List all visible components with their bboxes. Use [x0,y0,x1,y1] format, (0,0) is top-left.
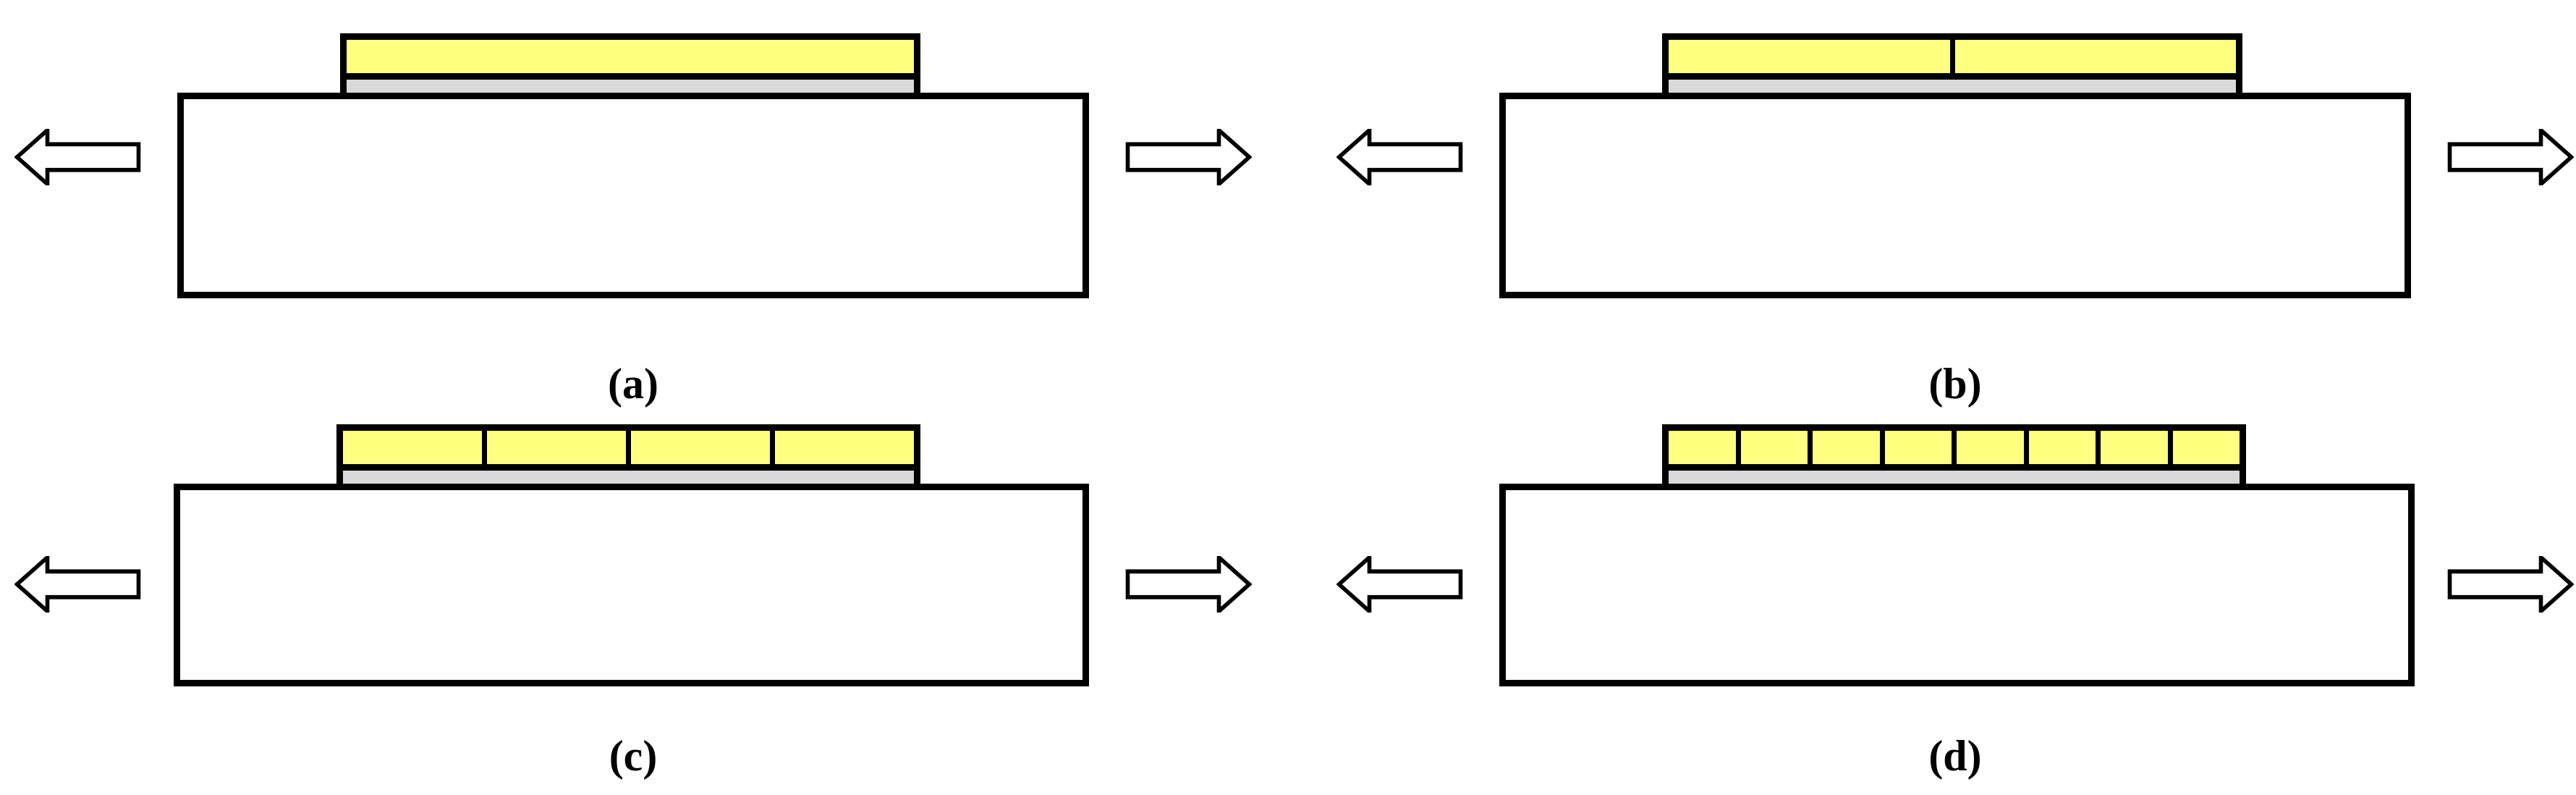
tensile-load-arrow-left-icon [1336,129,1463,185]
film-d [1662,424,2246,471]
tensile-load-arrow-left-icon [14,129,141,185]
film-a [340,33,920,80]
film-segment [631,431,770,464]
film-segment [1669,431,1736,464]
tensile-load-arrow-right-icon [2447,129,2574,185]
substrate-b [1499,93,2411,298]
film-segment [1813,431,1880,464]
substrate-d [1499,484,2415,686]
tensile-load-arrow-right-icon [1125,129,1252,185]
interlayer-a [340,80,920,93]
panel-label-c: (c) [609,732,658,780]
interlayer-c [336,471,920,484]
film-b [1662,33,2242,80]
film-segment [1957,431,2024,464]
film-c [336,424,920,471]
panel-label-d: (d) [1928,732,1982,780]
film-segment [2101,431,2168,464]
film-segment [2172,431,2240,464]
panel-label-a: (a) [608,360,658,408]
substrate-c [174,484,1089,686]
interlayer-b [1662,80,2242,93]
film-segment [1740,431,1808,464]
interlayer-d [1662,471,2246,484]
film-segment [2028,431,2096,464]
tensile-load-arrow-left-icon [14,556,141,613]
film-segment [775,431,914,464]
tensile-load-arrow-left-icon [1336,556,1463,613]
panel-label-b: (b) [1928,360,1982,408]
tensile-load-arrow-right-icon [1125,556,1252,613]
film-segment [1669,40,1950,73]
film-segment [1954,40,2236,73]
film-segment [487,431,626,464]
tensile-load-arrow-right-icon [2447,556,2574,613]
film-segment [347,40,914,73]
substrate-a [177,93,1089,298]
film-segment [1884,431,1952,464]
film-segment [343,431,482,464]
